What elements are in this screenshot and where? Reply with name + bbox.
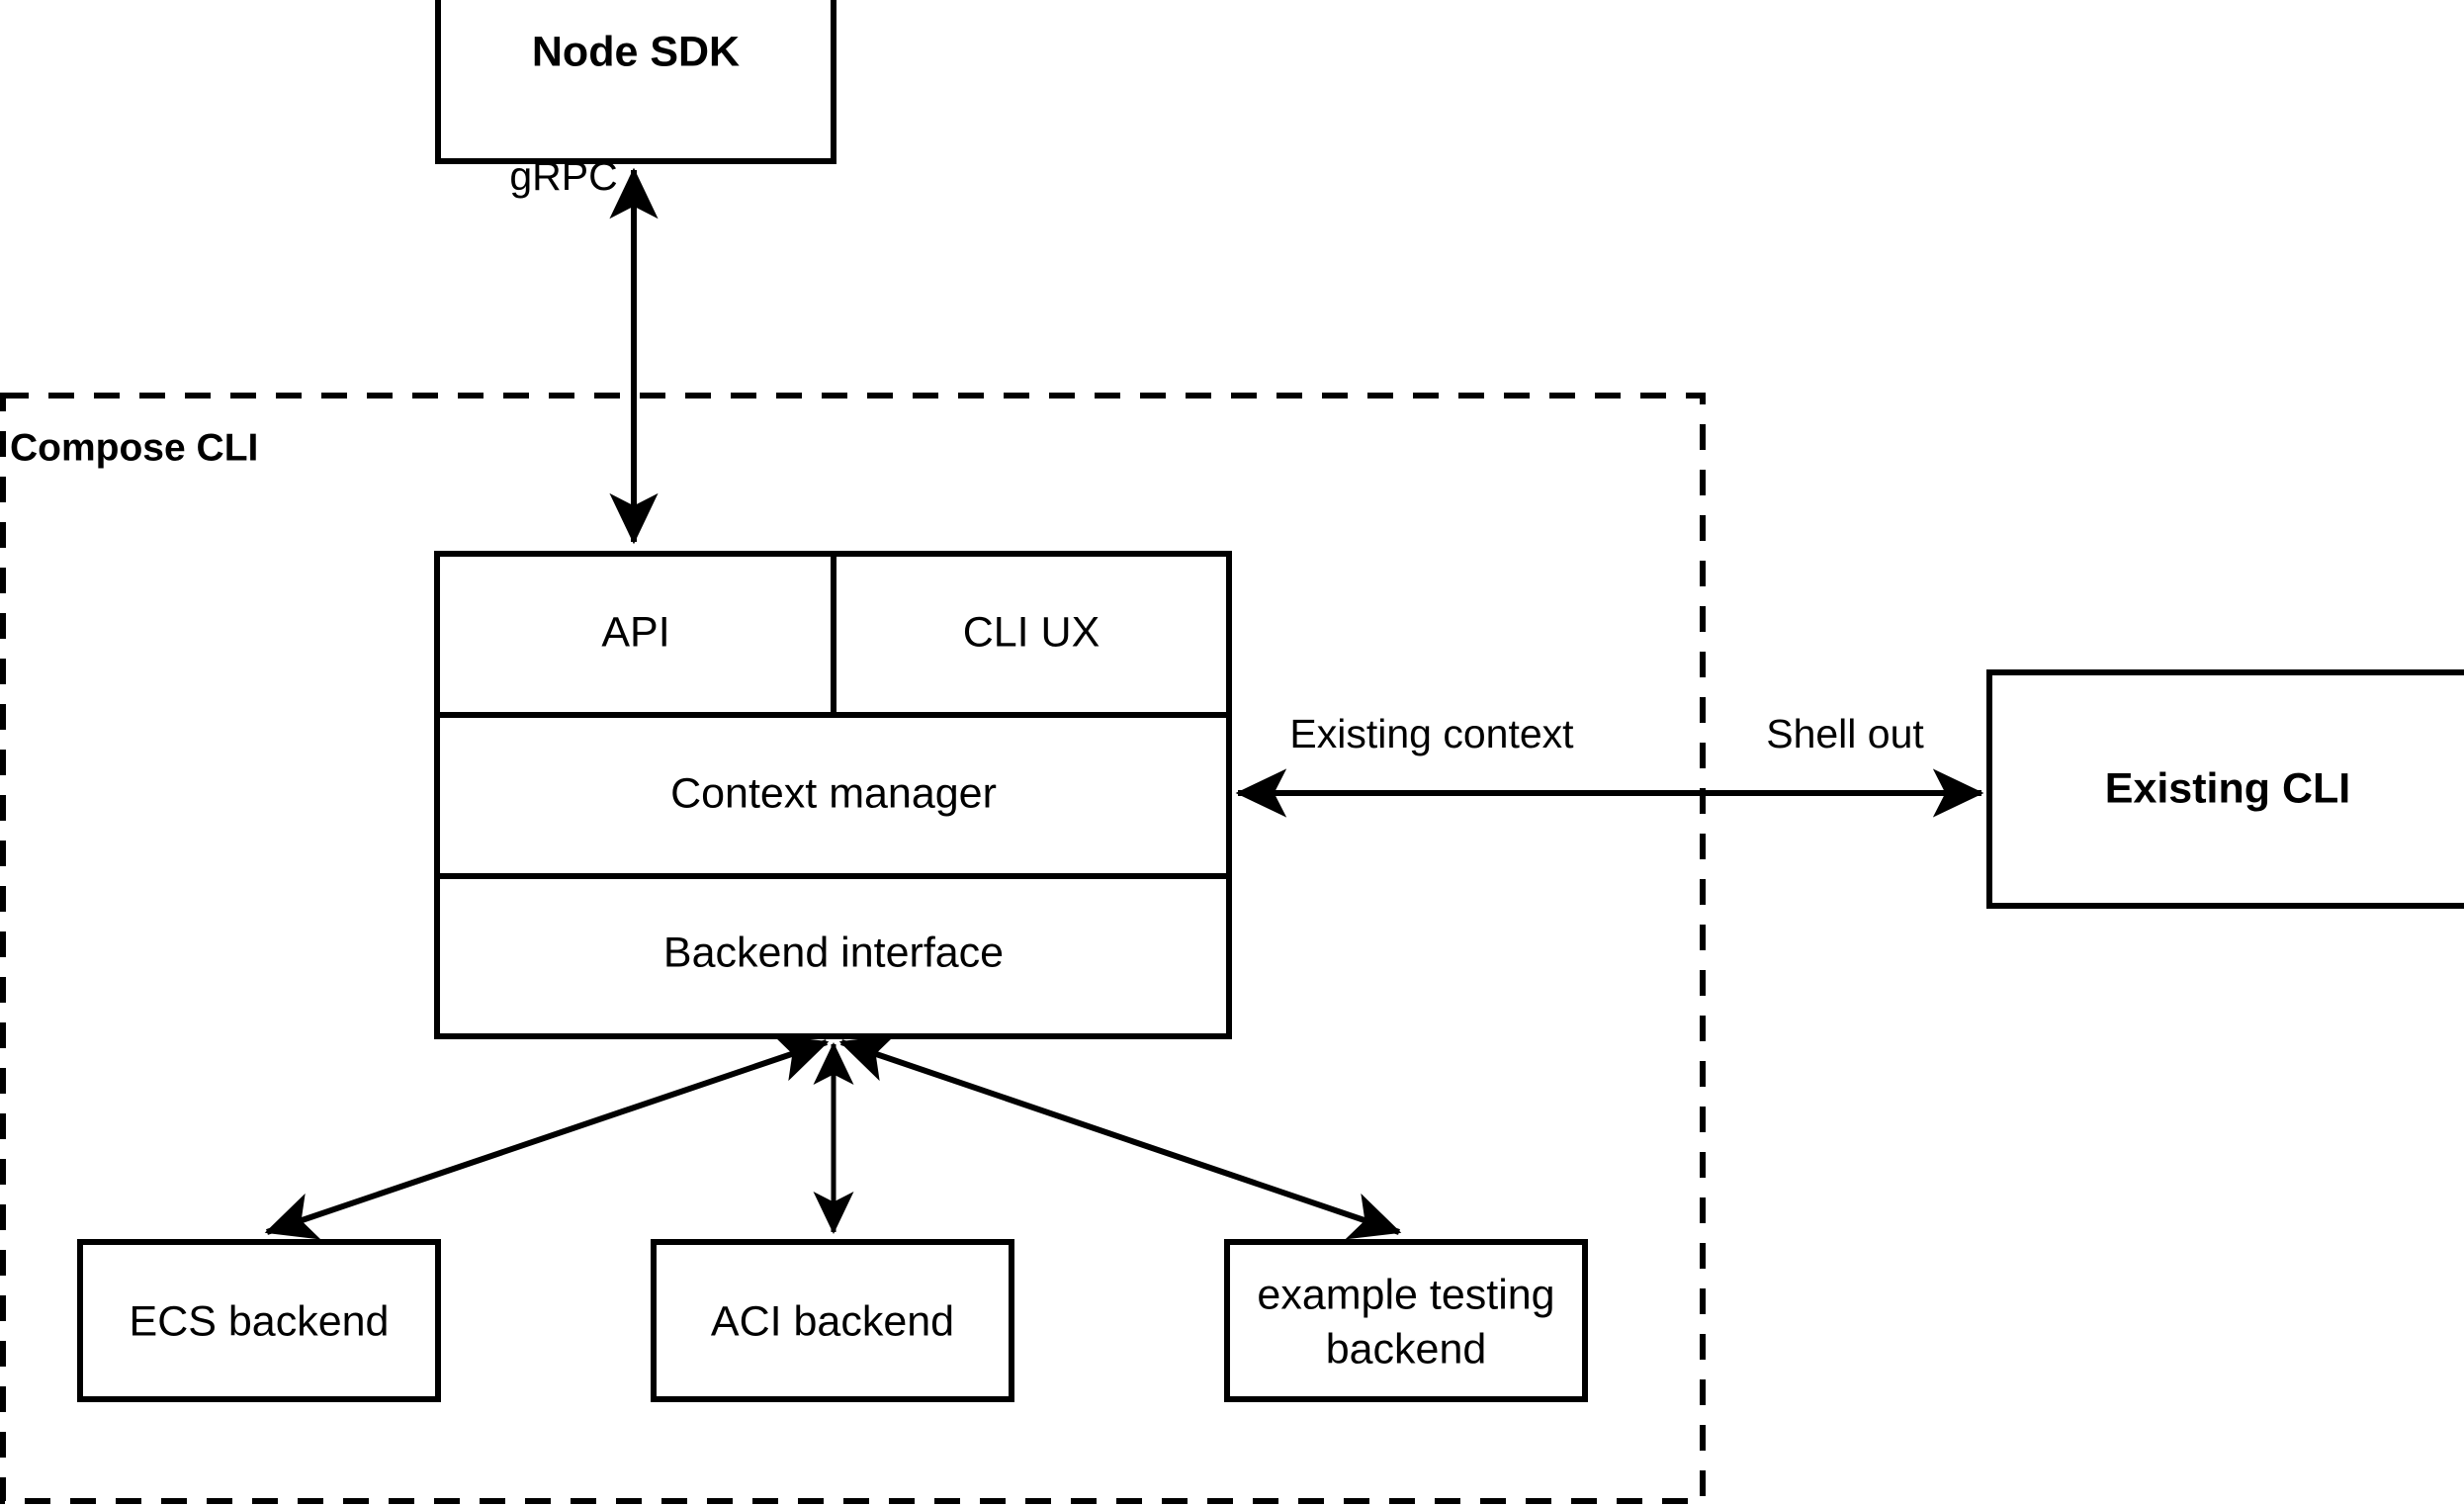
- edge-shell-out-label: Shell out: [1766, 711, 1924, 756]
- edge-ecs-line: [264, 1034, 830, 1240]
- ecs-backend-box[interactable]: [77, 1239, 441, 1402]
- aci-backend-label: ACI backend: [711, 1297, 954, 1345]
- node-sdk-box[interactable]: [435, 0, 836, 164]
- api-label: API: [601, 608, 669, 656]
- group-label-compose-cli: Compose CLI: [10, 426, 258, 469]
- example-testing-backend-box[interactable]: [1224, 1239, 1588, 1402]
- edge-existing-context-label: Existing context: [1289, 711, 1574, 756]
- node-sdk-label: Node SDK: [532, 28, 740, 75]
- aci-backend-box[interactable]: [651, 1239, 1014, 1402]
- cli-ux-label: CLI UX: [963, 608, 1100, 656]
- backend-interface-label: Backend interface: [663, 929, 1004, 976]
- group-compose-cli: [0, 393, 1706, 1504]
- example-testing-backend-label-line1: example testing: [1257, 1271, 1554, 1318]
- context-manager-label: Context manager: [670, 769, 997, 817]
- ecs-backend-label: ECS backend: [130, 1297, 390, 1345]
- edge-grpc-label: gRPC: [509, 153, 617, 199]
- existing-cli-label: Existing CLI: [2105, 764, 2350, 812]
- existing-cli-box[interactable]: [1986, 669, 2464, 909]
- example-testing-backend-label-line2: backend: [1326, 1325, 1487, 1373]
- edge-example-line: [838, 1034, 1402, 1240]
